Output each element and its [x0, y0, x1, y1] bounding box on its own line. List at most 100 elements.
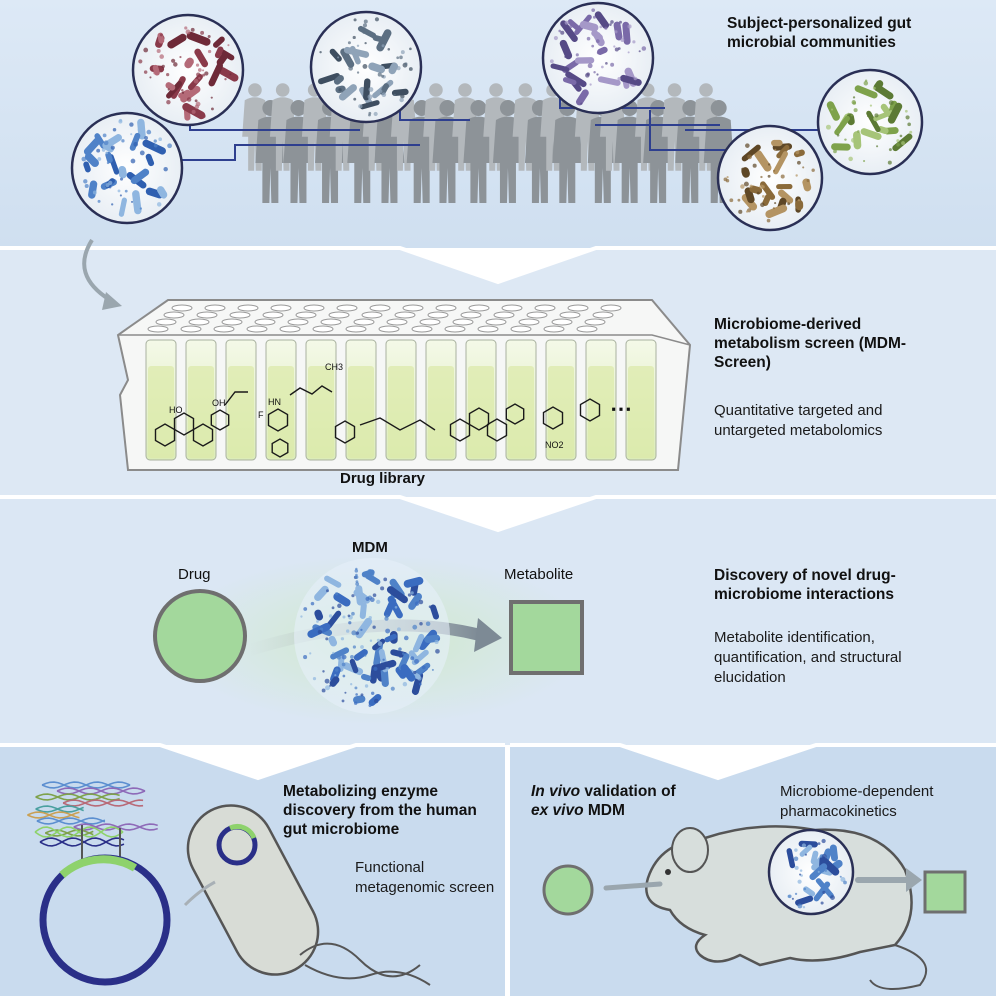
plate-well — [295, 311, 317, 319]
bacterium-coccus — [186, 97, 192, 102]
bacterium-coccus — [319, 50, 322, 54]
bacterium-coccus — [826, 871, 830, 875]
bacterium-coccus — [396, 66, 401, 71]
bacterium-coccus — [794, 892, 798, 896]
bacterium-coccus — [413, 670, 417, 675]
bacterium-coccus — [872, 86, 876, 90]
bacterium-coccus — [355, 567, 358, 571]
microbe-circle-red — [131, 13, 245, 127]
bacterium-rod — [165, 82, 176, 91]
bacterium-coccus — [355, 580, 359, 584]
bacterium-coccus — [637, 82, 641, 85]
bacterium-coccus — [745, 210, 749, 213]
bacterium-coccus — [610, 62, 615, 67]
bacterium-coccus — [358, 104, 363, 109]
bacterium-coccus — [303, 607, 308, 611]
bacterium-rod — [355, 585, 364, 606]
bacterium-rod — [129, 132, 141, 151]
panel5-title-rest-2: MDM — [583, 802, 625, 819]
panel5-title: In vivo validation of ex vivo MDM — [531, 782, 731, 820]
bacterium-coccus — [569, 24, 573, 29]
bacterium-coccus — [803, 887, 807, 891]
bacterium-rod — [83, 137, 101, 156]
plate-well — [411, 325, 433, 333]
bacterium-coccus — [300, 615, 303, 618]
plate-well — [444, 325, 466, 333]
bacterium-coccus — [815, 879, 819, 882]
plate-well — [567, 304, 589, 312]
plate-well — [419, 318, 441, 326]
plate-tube-fluid — [348, 366, 374, 458]
bacterium-coccus — [374, 17, 380, 22]
bacterium-coccus — [836, 133, 840, 137]
microbe-circle-purple — [541, 1, 655, 115]
bacterium-coccus — [591, 44, 595, 48]
bacterium-coccus — [850, 114, 853, 117]
bacterium-coccus — [589, 83, 592, 86]
plate-well — [237, 304, 259, 312]
bacterium-rod — [574, 57, 595, 64]
plate-tube-fluid — [628, 366, 654, 458]
plate-well — [213, 325, 235, 333]
bacterium-coccus — [105, 182, 110, 188]
host-bacterium — [186, 804, 431, 986]
bacterium-coccus — [585, 73, 590, 78]
plate-well — [402, 304, 424, 312]
person-head — [439, 100, 456, 116]
bacterium-coccus — [130, 158, 136, 164]
chevron-divider-1 — [0, 246, 996, 285]
bacterium-coccus — [362, 23, 368, 28]
microbe-circle-blue — [70, 111, 184, 225]
bacterium-coccus — [839, 875, 842, 878]
plate-well — [254, 318, 276, 326]
bacterium-coccus — [84, 183, 89, 189]
bacterium-coccus — [181, 91, 185, 94]
bacterium-coccus — [204, 71, 209, 76]
plate-well — [262, 311, 284, 319]
lactone-ring — [505, 403, 525, 425]
bacterium-coccus — [847, 112, 850, 115]
bacterium-coccus — [224, 77, 227, 81]
bacterium-coccus — [740, 184, 745, 189]
bacterium-coccus — [741, 167, 745, 171]
plate-well — [559, 311, 581, 319]
bacterium-coccus — [596, 51, 601, 55]
bacterium-coccus — [341, 654, 347, 660]
bacterium-rod — [619, 74, 642, 86]
bacterium-rod — [364, 573, 381, 585]
bacterium-coccus — [179, 76, 184, 81]
bacterium-coccus — [738, 209, 743, 214]
bacterium-coccus — [364, 684, 369, 688]
bacterium-coccus — [817, 842, 821, 846]
bacterium-coccus — [428, 605, 432, 609]
bacterium-coccus — [901, 141, 905, 145]
bacterium-coccus — [376, 638, 381, 642]
bacterium-coccus — [394, 605, 398, 609]
person-body — [463, 116, 494, 203]
bacterium-coccus — [166, 99, 171, 105]
plate-well — [246, 325, 268, 333]
dna-strand — [62, 799, 144, 807]
bacterium-rod — [403, 576, 424, 588]
dna-strand — [73, 823, 158, 831]
bacterium-coccus — [737, 198, 741, 202]
bacterium-coccus — [210, 96, 213, 99]
bacterium-coccus — [390, 686, 395, 691]
bacterium-rod — [829, 844, 838, 862]
bacterium-coccus — [799, 873, 802, 876]
alkyl-chain — [359, 417, 436, 431]
bacterium-coccus — [368, 87, 374, 92]
plate-well — [155, 318, 177, 326]
in-vivo-drug-circle — [542, 864, 594, 916]
bacterium-coccus — [723, 177, 728, 182]
bacterium-coccus — [875, 124, 878, 128]
bacterium-coccus — [773, 169, 776, 172]
bacterium-coccus — [129, 122, 134, 127]
bacterium-coccus — [383, 577, 388, 582]
bacterium-coccus — [896, 142, 900, 147]
bacterium-coccus — [791, 897, 794, 900]
bacterium-rod — [330, 647, 350, 660]
bacterium-coccus — [325, 637, 329, 641]
